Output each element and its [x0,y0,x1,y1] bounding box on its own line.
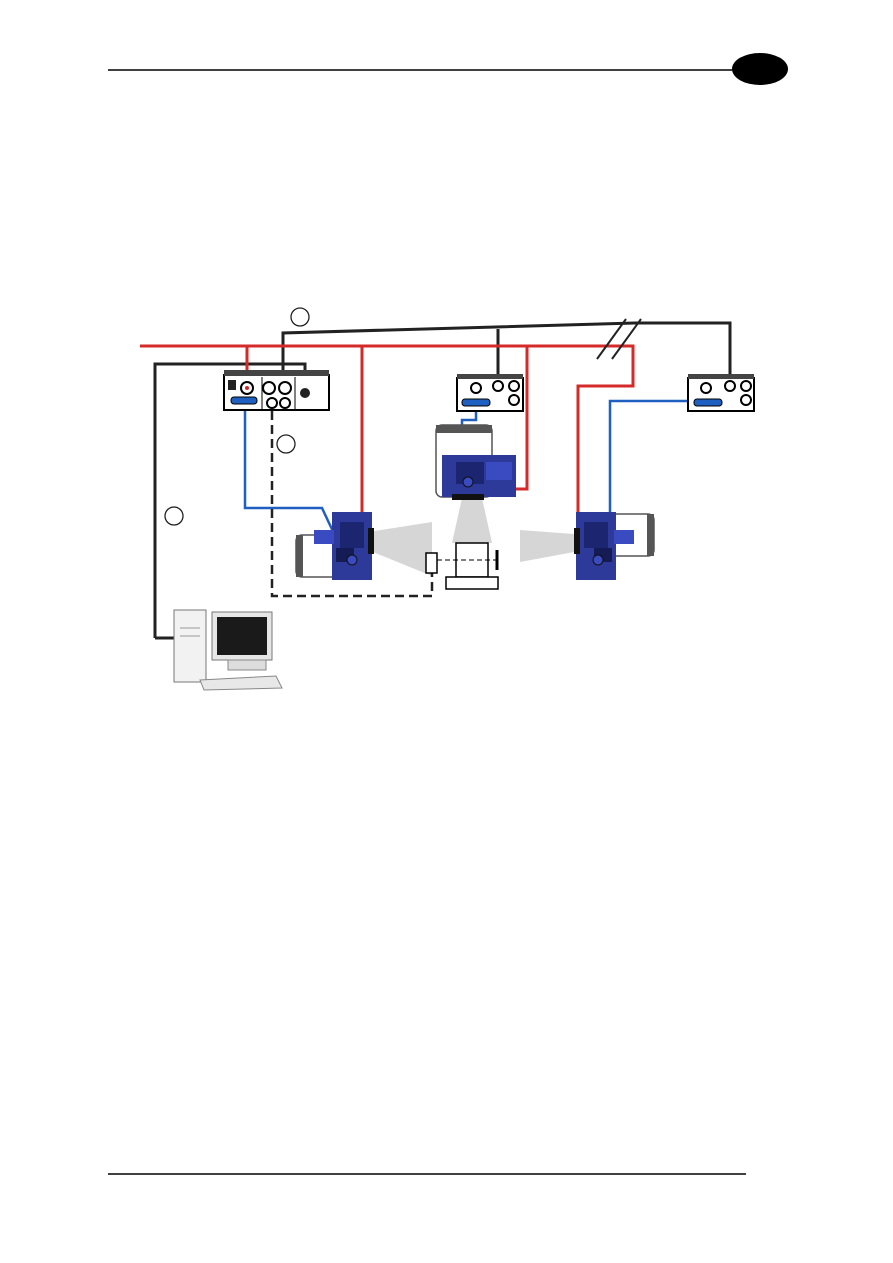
connection-box-master [224,370,329,410]
scanner-left [296,512,374,580]
power-wires [140,346,633,548]
connection-box-right [688,374,754,411]
scanner-top [436,425,516,500]
connection-box-center [457,374,523,411]
callout-left [165,507,183,525]
conveyor-object [446,543,498,589]
callout-middle [277,435,295,453]
light-cone-right [520,530,574,562]
light-cone-left [368,522,432,576]
light-cone-top [452,498,492,543]
callout-top [291,308,309,326]
host-pc [174,610,282,690]
chapter-badge [732,53,788,85]
scanner-right [574,512,654,580]
